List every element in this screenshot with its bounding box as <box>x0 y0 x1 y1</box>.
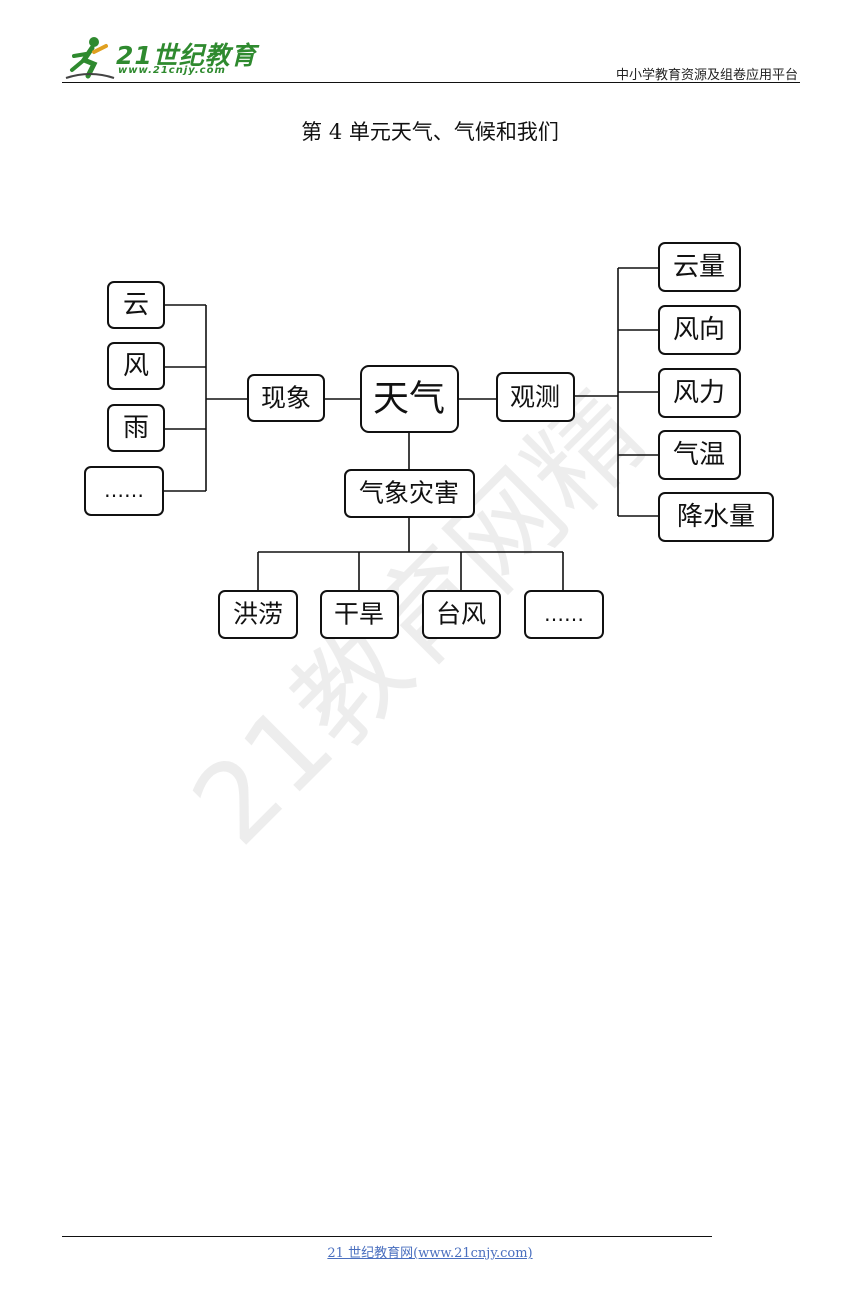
box-phenomenon-more <box>84 466 164 516</box>
box-observe-temperature <box>658 430 741 480</box>
weather-concept-diagram: 云 风 雨 …… 现象 天气 观测 气象灾害 云量 风向 风力 气温 降水量 洪… <box>84 242 774 639</box>
box-disaster-hub <box>344 469 475 518</box>
header-divider <box>62 82 800 83</box>
box-observe-precipitation <box>658 492 774 542</box>
label-observe-temperature: 气温 <box>673 440 725 470</box>
box-phenomenon-cloud <box>107 281 165 329</box>
box-observe-wind-force <box>658 368 741 418</box>
label-observe-precipitation: 降水量 <box>677 502 755 532</box>
logo-text: 21世纪教育 <box>116 41 257 70</box>
label-observation-hub: 观测 <box>510 383 560 412</box>
label-phenomenon-more: …… <box>104 478 144 502</box>
logo-url: www.21cnjy.com <box>118 65 226 76</box>
label-phenomenon-rain: 雨 <box>123 413 149 443</box>
box-phenomenon-hub <box>247 374 325 422</box>
label-center-weather: 天气 <box>373 379 445 420</box>
label-disaster-flood: 洪涝 <box>233 600 283 629</box>
box-observe-wind-direction <box>658 305 741 355</box>
footer-link[interactable]: 21 世纪教育网(www.21cnjy.com) <box>327 1246 533 1261</box>
label-observe-wind-force: 风力 <box>673 378 725 408</box>
box-disaster-flood <box>218 590 298 639</box>
label-disaster-typhoon: 台风 <box>436 600 486 629</box>
box-disaster-drought <box>320 590 399 639</box>
box-disaster-more <box>524 590 604 639</box>
header-platform-text: 中小学教育资源及组卷应用平台 <box>615 68 798 83</box>
label-disaster-more: …… <box>544 602 584 626</box>
box-disaster-typhoon <box>422 590 501 639</box>
box-observation-hub <box>496 372 575 422</box>
connector-lines <box>164 267 659 591</box>
label-disaster-hub: 气象灾害 <box>359 479 459 508</box>
box-phenomenon-wind <box>107 342 165 390</box>
label-disaster-drought: 干旱 <box>334 600 384 629</box>
runner-logo-icon <box>65 37 115 79</box>
label-phenomenon-wind: 风 <box>123 351 149 381</box>
label-phenomenon-cloud: 云 <box>123 290 149 320</box>
box-observe-cloud-amount <box>658 242 741 292</box>
label-observe-wind-direction: 风向 <box>673 315 725 345</box>
site-logo: 21世纪教育 www.21cnjy.com <box>64 34 257 82</box>
label-phenomenon-hub: 现象 <box>261 384 311 413</box>
label-observe-cloud-amount: 云量 <box>673 252 725 282</box>
footer: 21 世纪教育网(www.21cnjy.com) <box>0 1242 860 1261</box>
box-phenomenon-rain <box>107 404 165 452</box>
box-center-weather <box>360 365 459 433</box>
footer-divider <box>62 1236 712 1237</box>
page-title: 第 4 单元天气、气候和我们 <box>301 120 559 144</box>
